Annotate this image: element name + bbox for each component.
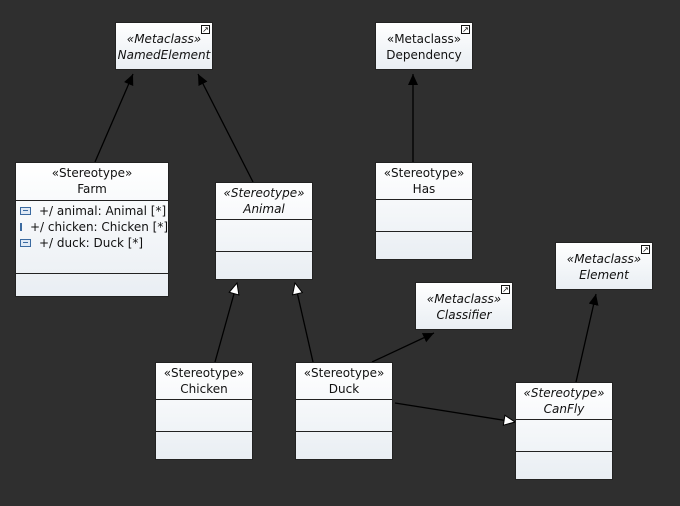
attribute-compartment	[376, 199, 472, 231]
metaclass-dependency[interactable]: ↗ «Metaclass» Dependency	[375, 22, 473, 70]
stereotype-farm[interactable]: «Stereotype» Farm +/ animal: Animal [*] …	[15, 162, 169, 297]
attribute-label: +/ duck: Duck [*]	[39, 236, 144, 250]
attribute-compartment	[156, 399, 252, 431]
class-name: Element	[579, 268, 629, 282]
property-icon	[20, 207, 31, 215]
stereotype-label: «Metaclass»	[126, 32, 202, 46]
metaclass-element[interactable]: ↗ «Metaclass» Element	[555, 242, 653, 290]
attribute-compartment	[516, 419, 612, 451]
attribute-row[interactable]: +/ duck: Duck [*]	[16, 235, 168, 251]
class-name: CanFly	[543, 402, 585, 416]
generalization-chicken-animal	[214, 281, 240, 363]
metaclass-classifier[interactable]: ↗ «Metaclass» Classifier	[415, 282, 513, 330]
class-name: Duck	[328, 382, 360, 396]
operation-compartment	[516, 451, 612, 479]
operation-compartment	[376, 231, 472, 259]
stereotype-label: «Metaclass»	[426, 292, 502, 306]
attribute-row[interactable]: +/ animal: Animal [*]	[16, 203, 168, 219]
operation-compartment	[156, 431, 252, 459]
stereotype-chicken[interactable]: «Stereotype» Chicken	[155, 362, 253, 460]
class-name: Classifier	[436, 308, 492, 322]
attribute-compartment	[296, 399, 392, 431]
extension-duck-classifier	[371, 332, 435, 363]
stereotype-label: «Stereotype»	[383, 166, 465, 180]
shortcut-arrow-icon: ↗	[461, 25, 470, 34]
extension-canfly-element	[575, 293, 599, 383]
property-icon	[20, 223, 22, 231]
stereotype-label: «Stereotype»	[163, 366, 245, 380]
attribute-compartment: +/ animal: Animal [*] +/ chicken: Chicke…	[16, 200, 168, 273]
generalization-duck-canfly	[394, 402, 517, 426]
attribute-compartment	[216, 219, 312, 251]
stereotype-canfly[interactable]: «Stereotype» CanFly	[515, 382, 613, 480]
shortcut-arrow-icon: ↗	[501, 285, 510, 294]
class-name: Farm	[77, 182, 107, 196]
stereotype-duck[interactable]: «Stereotype» Duck	[295, 362, 393, 460]
stereotype-label: «Stereotype»	[223, 186, 305, 200]
attribute-row[interactable]: +/ chicken: Chicken [*]	[16, 219, 168, 235]
operation-compartment	[16, 273, 168, 296]
class-name: Has	[412, 182, 436, 196]
extension-animal-namedelement	[197, 73, 254, 183]
attribute-label: +/ chicken: Chicken [*]	[30, 220, 169, 234]
stereotype-label: «Stereotype»	[303, 366, 385, 380]
attribute-label: +/ animal: Animal [*]	[39, 204, 167, 218]
class-name: Chicken	[180, 382, 228, 396]
stereotype-label: «Stereotype»	[523, 386, 605, 400]
property-icon	[20, 239, 31, 247]
class-name: Dependency	[386, 48, 462, 62]
extension-farm-namedelement	[94, 73, 134, 163]
stereotype-animal[interactable]: «Stereotype» Animal	[215, 182, 313, 280]
operation-compartment	[296, 431, 392, 459]
stereotype-label: «Stereotype»	[51, 166, 133, 180]
stereotype-label: «Metaclass»	[386, 32, 462, 46]
generalization-duck-animal	[291, 281, 314, 363]
class-name: NamedElement	[117, 48, 211, 62]
class-name: Animal	[243, 202, 285, 216]
stereotype-label: «Metaclass»	[566, 252, 642, 266]
shortcut-arrow-icon: ↗	[641, 245, 650, 254]
operation-compartment	[216, 251, 312, 279]
stereotype-has[interactable]: «Stereotype» Has	[375, 162, 473, 260]
metaclass-namedelement[interactable]: ↗ «Metaclass» NamedElement	[115, 22, 213, 70]
shortcut-arrow-icon: ↗	[201, 25, 210, 34]
